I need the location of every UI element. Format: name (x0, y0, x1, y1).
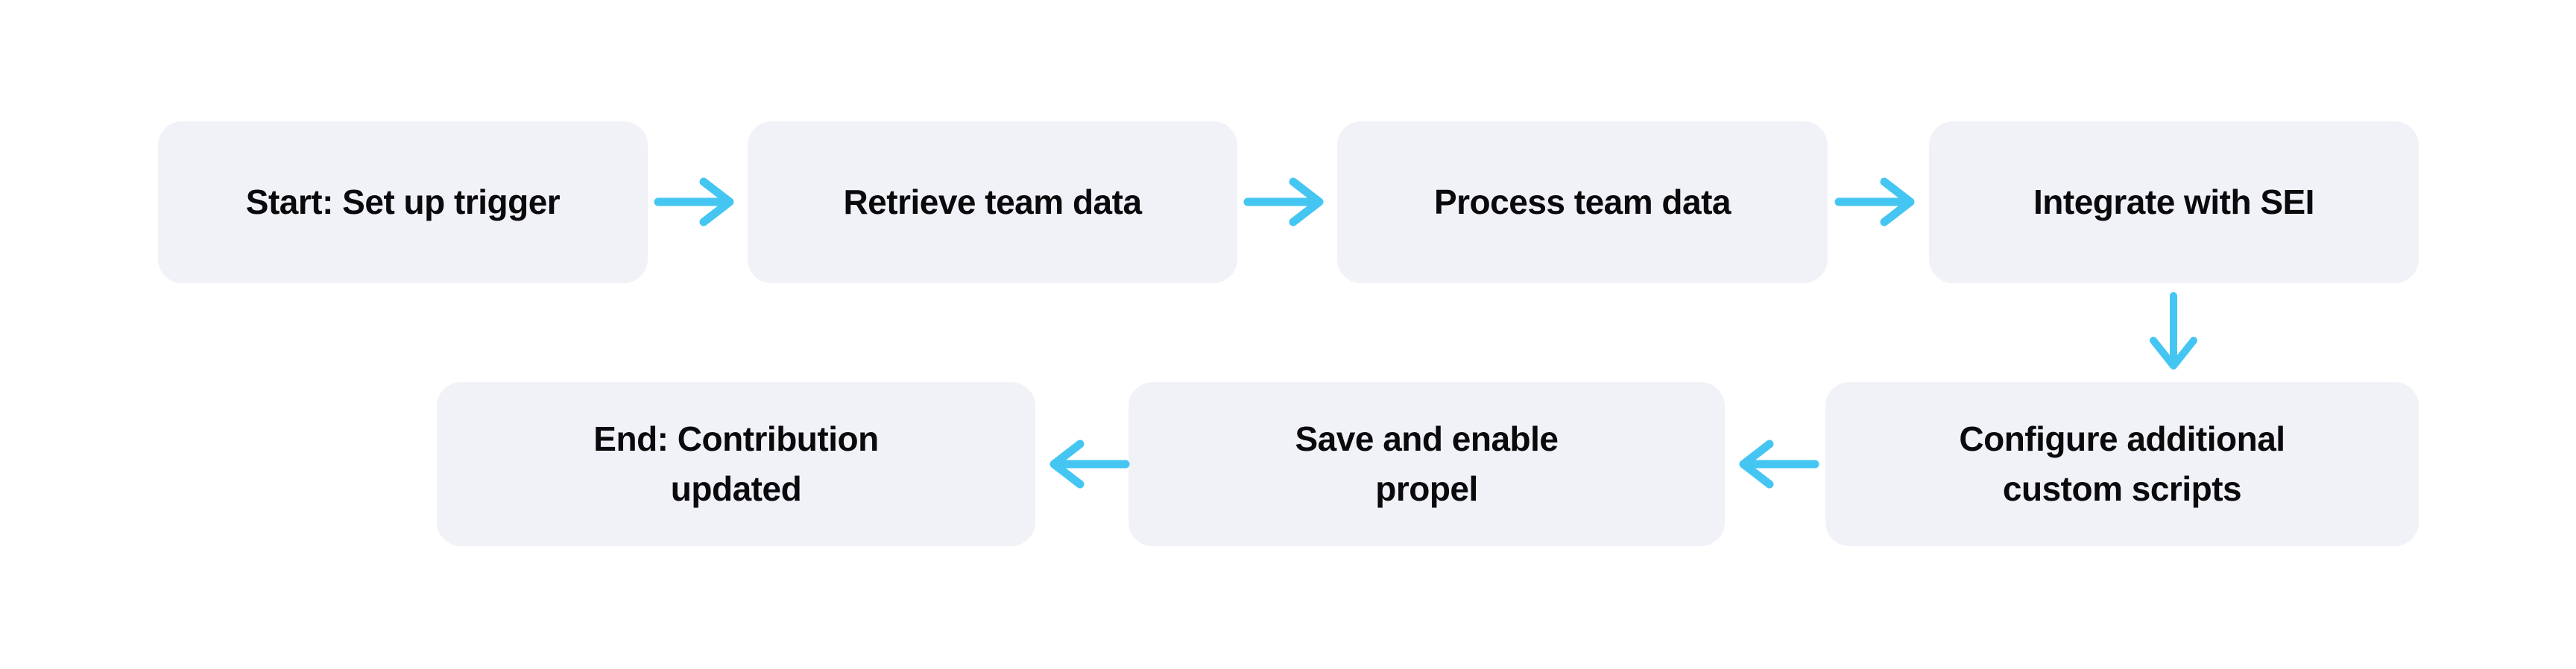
node-retrieve-team-data: Retrieve team data (748, 121, 1237, 283)
node-process-team-data: Process team data (1337, 121, 1828, 283)
node-label-line-1: Save and enable (1295, 419, 1559, 459)
node-label: Start: Set up trigger (245, 183, 561, 222)
arrow-left-icon (1040, 437, 1131, 491)
node-label-line-1: Configure additional (1959, 419, 2285, 459)
node-label-line-1: End: Contribution (593, 419, 879, 459)
node-label-line-2: propel (1375, 469, 1478, 508)
arrow-right-icon (1834, 175, 1925, 229)
node-start-set-up-trigger: Start: Set up trigger (158, 121, 648, 283)
node-label-line-2: custom scripts (2002, 469, 2242, 508)
node-end-contribution-updated: End: Contribution updated (437, 382, 1035, 546)
arrow-down-icon (2147, 291, 2200, 377)
arrow-right-icon (1243, 175, 1333, 229)
node-integrate-with-sei: Integrate with SEI (1929, 121, 2419, 283)
node-save-and-enable-propel: Save and enable propel (1128, 382, 1725, 546)
node-label: Retrieve team data (843, 183, 1142, 222)
arrow-left-icon (1729, 437, 1820, 491)
node-label: Integrate with SEI (2033, 183, 2314, 222)
arrow-right-icon (653, 175, 744, 229)
node-label-line-2: updated (670, 469, 802, 508)
node-label: Process team data (1433, 183, 1731, 222)
node-configure-additional-custom-scripts: Configure additional custom scripts (1825, 382, 2419, 546)
